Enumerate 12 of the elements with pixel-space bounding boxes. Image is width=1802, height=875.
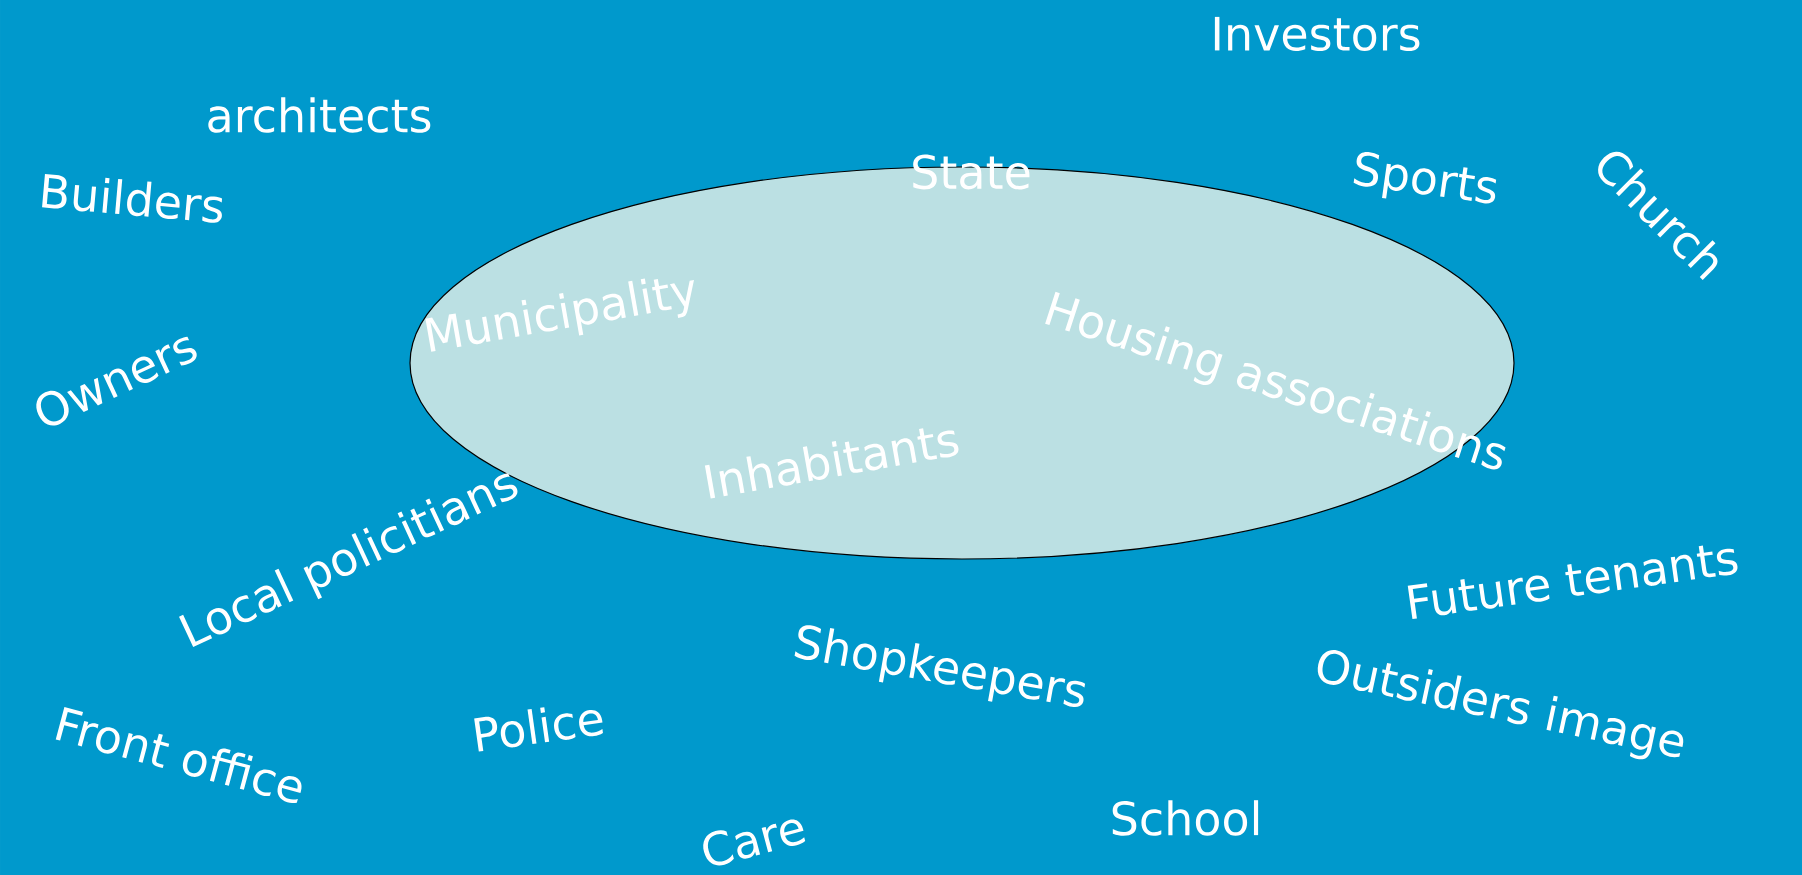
label: architects: [208, 97, 431, 133]
node-label: Inhabitants: [704, 428, 959, 499]
label: School: [1112, 800, 1259, 836]
label: Police: [474, 707, 603, 752]
label: Front office: [55, 707, 302, 803]
label: Care: [703, 819, 806, 866]
label: Builders: [42, 173, 223, 223]
label: Outsiders image: [1317, 650, 1684, 760]
node-label: Municipality: [425, 278, 694, 352]
label: Future tenants: [1407, 545, 1738, 619]
label: Sports: [1353, 151, 1497, 204]
label: Investors: [1214, 16, 1420, 52]
